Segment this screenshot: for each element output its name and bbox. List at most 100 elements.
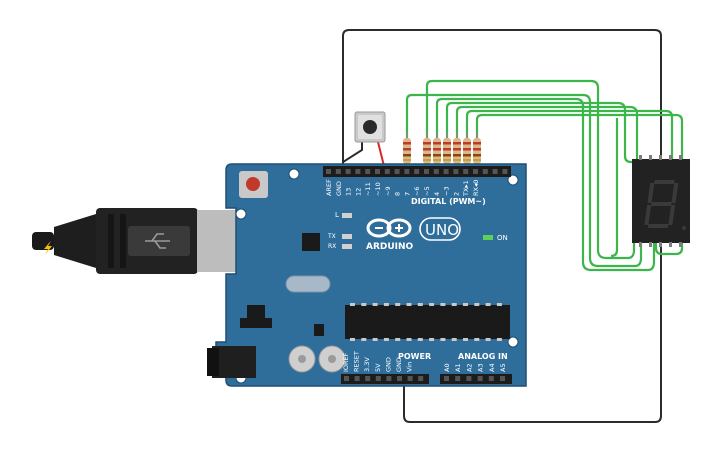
header-hole	[463, 169, 469, 174]
mounting-hole	[288, 168, 300, 180]
led-l	[342, 213, 352, 218]
analog-label: ANALOG IN	[458, 352, 508, 361]
segment-dp	[682, 226, 686, 230]
header-hole	[375, 376, 381, 381]
led-l-label: L	[335, 211, 339, 219]
push-button[interactable]	[354, 111, 386, 143]
header-hole	[488, 376, 494, 381]
led-tx	[342, 234, 352, 239]
mounting-hole	[235, 208, 247, 220]
analog-header	[440, 374, 512, 384]
header-hole	[397, 376, 402, 381]
digital-pin-label: 7	[403, 192, 411, 196]
power-jack	[212, 346, 256, 378]
analog-pin-label: A1	[454, 363, 462, 372]
digital-pin-label: ~3	[443, 186, 451, 196]
header-hole	[500, 376, 505, 381]
header-hole	[354, 376, 360, 381]
usb-chip	[302, 233, 320, 251]
digital-pin-label: ~10	[374, 182, 382, 196]
resistor	[443, 132, 451, 172]
header-hole	[355, 169, 361, 174]
analog-pin-label: A2	[465, 363, 473, 372]
led-tx-label: TX	[327, 233, 336, 240]
analog-pin-label: A3	[477, 363, 485, 372]
power-pin-label: 3.3V	[363, 357, 371, 372]
header-hole	[365, 376, 371, 381]
header-hole	[394, 169, 400, 174]
segment-wires	[405, 79, 684, 272]
digital-pin-label: 13	[345, 188, 353, 196]
resistors	[403, 132, 481, 172]
arduino-logo	[366, 218, 412, 238]
segment-c	[668, 205, 676, 225]
header-hole	[418, 376, 424, 381]
header-hole	[466, 376, 472, 381]
power-pin-label: GND	[395, 357, 403, 372]
header-hole	[502, 169, 508, 174]
header-hole	[433, 169, 439, 174]
digital-pin-label: 4	[433, 192, 441, 196]
digital-pin-label: ~6	[413, 186, 421, 196]
segment-b	[671, 183, 679, 203]
brand-label: ARDUINO	[366, 242, 414, 252]
atmega-chip	[345, 305, 510, 339]
segment-f	[647, 183, 655, 203]
power-pin-label: Vin	[406, 362, 414, 372]
digital-pin-label: GND	[335, 181, 343, 196]
digital-pin-label: 12	[354, 188, 362, 196]
segment-d	[647, 224, 669, 228]
segment-wire-d	[445, 101, 641, 164]
power-header	[341, 374, 429, 384]
usb-icon	[145, 233, 170, 249]
header-hole	[455, 376, 461, 381]
voltage-regulator	[247, 305, 265, 321]
digital-pin-label: ~11	[364, 182, 372, 196]
header-hole	[344, 376, 349, 381]
digital-pin-label: TX▸1	[462, 180, 470, 197]
push-button-cap[interactable]	[363, 120, 377, 134]
led-on	[483, 235, 493, 240]
header-hole	[482, 169, 488, 174]
segment-wire-dp	[610, 118, 619, 258]
header-hole	[384, 169, 390, 174]
digital-pin-label: ~9	[384, 186, 392, 196]
header-hole	[424, 169, 429, 174]
segment-wire-c	[435, 97, 656, 272]
mounting-hole	[507, 174, 519, 186]
usb-cable	[32, 208, 244, 274]
mounting-hole	[507, 336, 519, 348]
header-hole	[444, 376, 449, 381]
header-hole	[365, 169, 371, 174]
analog-pin-label: A5	[499, 363, 507, 372]
segment-e	[644, 205, 652, 225]
digital-pin-label: 2	[452, 192, 460, 196]
digital-pin-label: 8	[394, 192, 402, 196]
power-label: POWER	[398, 352, 431, 361]
header-hole	[404, 169, 410, 174]
digit-segments	[644, 180, 679, 228]
led-rx-label: RX	[328, 243, 336, 250]
reset-button-cap[interactable]	[246, 177, 260, 191]
header-hole	[492, 169, 498, 174]
crystal-oscillator	[285, 275, 331, 293]
model-label: UNO	[425, 221, 459, 239]
resistor	[463, 132, 471, 172]
power-pin-label: 5V	[374, 363, 382, 372]
digital-pin-label: ~5	[423, 186, 431, 196]
power-pin-label: GND	[384, 357, 392, 372]
segment-g	[651, 202, 672, 206]
header-hole	[453, 169, 459, 174]
header-hole	[375, 169, 380, 174]
segment-a	[654, 180, 675, 184]
header-hole	[345, 169, 351, 174]
digital-pin-label: RX◂0	[472, 180, 480, 196]
header-hole	[386, 376, 392, 381]
header-hole	[473, 169, 478, 174]
on-label: ON	[497, 234, 508, 242]
digital-pin-label: AREF	[325, 179, 333, 196]
segment-wire-a	[405, 93, 643, 268]
resistor	[473, 132, 481, 172]
segment-wire-b	[425, 79, 636, 260]
